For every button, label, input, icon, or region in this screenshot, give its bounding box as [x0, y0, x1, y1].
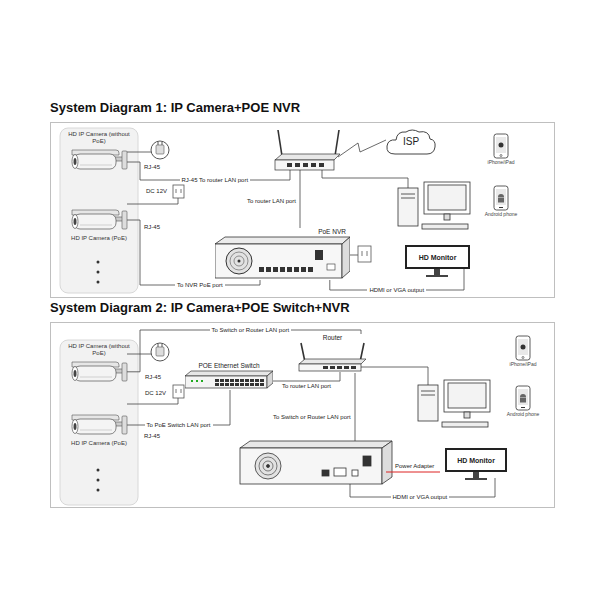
connector-label: To PoE Switch LAN port	[145, 422, 213, 429]
power-label: DC 12V	[146, 188, 167, 195]
port-label: RJ-45	[144, 433, 160, 440]
phone-illustration	[515, 385, 531, 411]
cable-connector	[127, 390, 230, 425]
connector-label: HDMI or VGA output	[391, 494, 450, 501]
phone-illustration	[515, 335, 531, 361]
connector-label: To Switch or Router LAN port	[273, 414, 351, 421]
power-label: DC 12V	[145, 390, 166, 397]
mobile-phone: Android phone	[500, 385, 546, 417]
monitor-label: HD Monitor	[419, 253, 457, 262]
port-label: RJ-45	[144, 164, 160, 171]
router: Router	[295, 334, 370, 372]
hd-monitor: HD Monitor	[405, 245, 470, 269]
leader-line	[386, 472, 440, 473]
camera-illustration	[66, 410, 132, 440]
panel-heading: System Diagram 2: IP Camera+POE Switch+N…	[50, 300, 555, 316]
connector-label: RJ-45 To router LAN port	[180, 177, 251, 184]
wall-outlet	[173, 185, 371, 398]
camera-illustration	[66, 145, 132, 175]
connector-label: To router LAN port	[247, 198, 296, 205]
ip-camera: HD IP Camera (without PoE)	[63, 343, 135, 387]
camera-label: HD IP Camera (without PoE)	[63, 131, 135, 145]
phone-label: iPhone/iPad	[500, 361, 546, 367]
monitor-label: HD Monitor	[457, 456, 495, 465]
diagram-panel: System Diagram 1: IP Camera+POE NVR HD IP…	[50, 100, 555, 298]
cables	[127, 140, 495, 497]
ip-camera: HD IP Camera (PoE)	[63, 410, 135, 447]
power-plug	[151, 141, 169, 361]
panel-heading: System Diagram 1: IP Camera+POE NVR	[50, 100, 555, 116]
camera-label: HD IP Camera (PoE)	[63, 235, 135, 242]
mobile-phone: Android phone	[478, 185, 524, 217]
mobile-phone: iPhone/iPad	[478, 133, 524, 165]
phone-label: iPhone/iPad	[478, 159, 524, 165]
phone-label: Android phone	[500, 411, 546, 417]
cloud-label: ISP	[403, 136, 419, 148]
connector-label: To Switch or Router LAN port	[210, 327, 292, 334]
connector-label: To router LAN port	[282, 383, 331, 390]
nvr-recorder	[240, 441, 392, 484]
poe-switch: POE Ethernet Switch	[185, 362, 273, 390]
isp-cloud: ISP	[385, 128, 437, 156]
poe-nvr: PoE NVR	[215, 228, 350, 280]
cable-connector	[273, 372, 340, 381]
nvr-illustration	[215, 236, 350, 280]
connector-label: To NVR PoE port	[175, 282, 225, 289]
camera-illustration	[66, 205, 132, 235]
camera-label: HD IP Camera (without PoE)	[63, 343, 135, 357]
phone-illustration	[493, 133, 509, 159]
router-illustration	[295, 342, 370, 372]
wifi-router	[275, 130, 340, 170]
phone-illustration	[493, 185, 509, 211]
port-label: RJ-45	[145, 374, 161, 381]
ip-camera: HD IP Camera (PoE)	[63, 205, 135, 242]
desktop-pc	[398, 182, 490, 427]
mobile-phone: iPhone/iPad	[500, 335, 546, 367]
phone-label: Android phone	[478, 211, 524, 217]
device-label: PoE NVR	[215, 228, 350, 236]
ip-camera: HD IP Camera (without PoE)	[63, 131, 135, 175]
camera-illustration	[66, 357, 132, 387]
callout-label: Power Adapter	[395, 463, 434, 470]
hd-monitor: HD Monitor	[445, 448, 507, 472]
camera-group	[60, 128, 138, 293]
diagram-panel: System Diagram 2: IP Camera+POE Switch+N…	[50, 300, 555, 508]
camera-group	[60, 340, 138, 505]
camera-label: HD IP Camera (PoE)	[63, 440, 135, 447]
switch-illustration	[185, 370, 273, 390]
device-label: POE Ethernet Switch	[185, 362, 273, 370]
port-label: RJ-45	[144, 224, 160, 231]
device-label: Router	[295, 334, 370, 342]
connector-label: HDMI or VGA output	[367, 287, 426, 294]
